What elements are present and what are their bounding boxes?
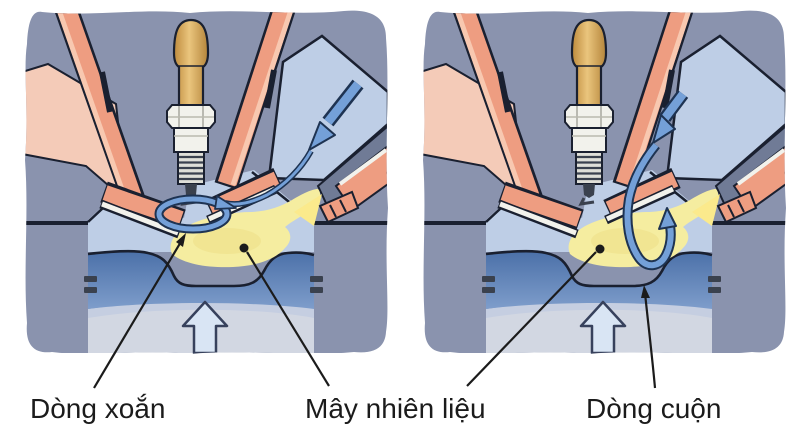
leader-dot-left-cloud <box>239 243 249 253</box>
label-tumble: Dòng cuộn <box>586 393 721 424</box>
leader-lines <box>93 233 657 389</box>
leader-arrowhead-swirl <box>176 233 186 247</box>
leader-dot-right-cloud <box>595 244 605 254</box>
panel-tumble <box>420 8 788 353</box>
leader-arrowhead-tumble <box>641 285 650 298</box>
label-fuel-cloud: Mây nhiên liệu <box>305 393 486 424</box>
panel-swirl <box>22 8 390 353</box>
label-swirl: Dòng xoắn <box>30 393 165 424</box>
